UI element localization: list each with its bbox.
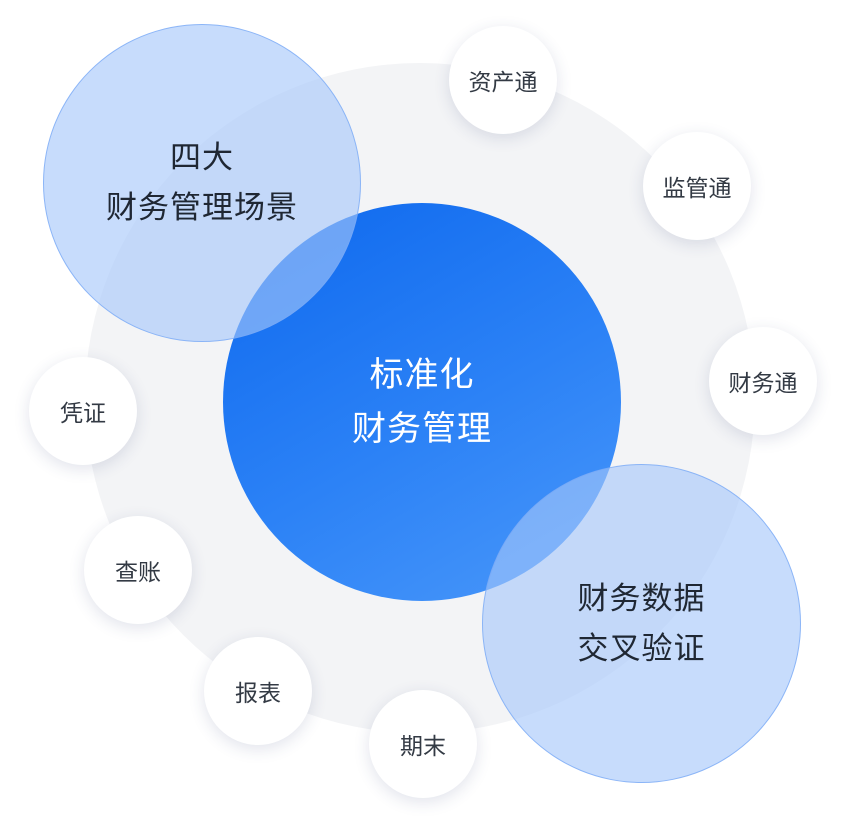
bubble-report: 报表 xyxy=(204,637,312,745)
bubble-audit: 查账 xyxy=(84,516,192,624)
bubble-cross-validation-line-1: 财务数据 xyxy=(577,580,706,617)
bubble-four-scenarios-line-1: 四大 xyxy=(170,140,234,176)
bubble-cross-validation-line-2: 交叉验证 xyxy=(577,630,706,667)
bubble-regulation-label: 监管通 xyxy=(662,176,732,202)
bubble-period-end: 期末 xyxy=(369,690,477,798)
center-line-2: 财务管理 xyxy=(352,409,492,449)
bubble-asset: 资产通 xyxy=(449,26,557,134)
bubble-four-scenarios: 四大 财务管理场景 xyxy=(43,24,361,342)
bubble-cross-validation: 财务数据 交叉验证 xyxy=(482,464,801,783)
bubble-finance-label: 财务通 xyxy=(728,371,798,397)
center-line-1: 标准化 xyxy=(369,355,475,395)
bubble-voucher: 凭证 xyxy=(29,357,137,465)
bubble-audit-label: 查账 xyxy=(115,560,161,586)
bubble-report-label: 报表 xyxy=(235,681,281,707)
bubble-regulation: 监管通 xyxy=(643,132,751,240)
bubble-asset-label: 资产通 xyxy=(468,70,538,96)
bubble-voucher-label: 凭证 xyxy=(60,401,106,427)
bubble-period-end-label: 期末 xyxy=(400,734,446,760)
bubble-finance: 财务通 xyxy=(709,327,817,435)
bubble-four-scenarios-line-2: 财务管理场景 xyxy=(106,190,298,226)
